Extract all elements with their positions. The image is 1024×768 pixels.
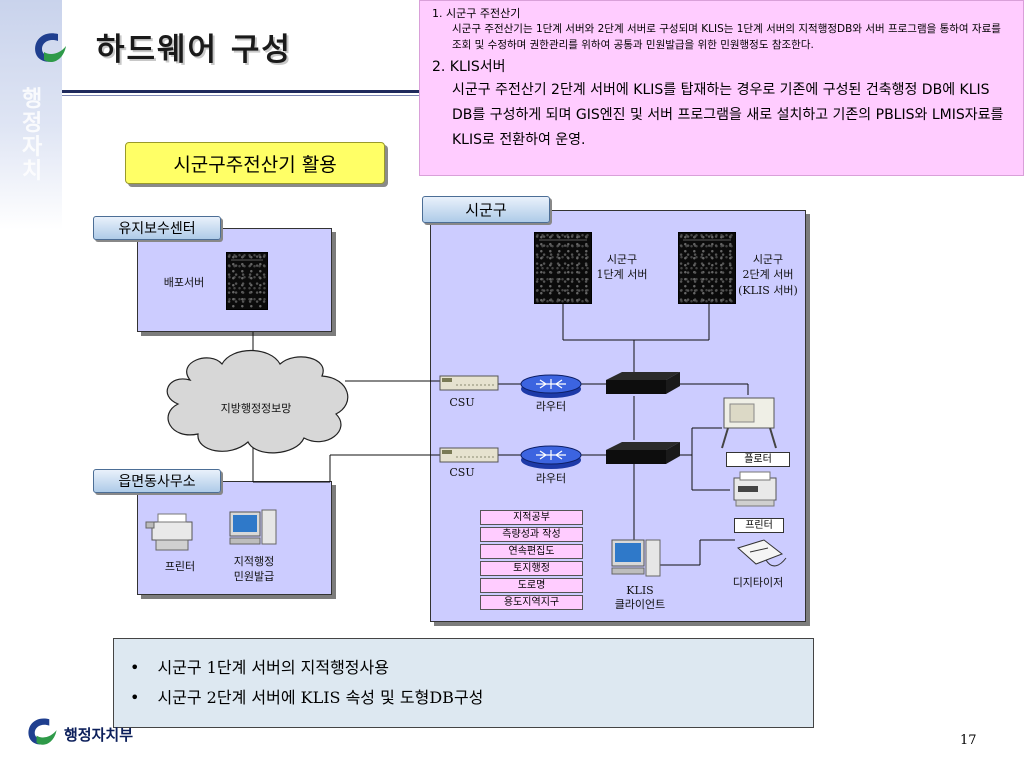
module-item: 용도지역지구 bbox=[480, 595, 583, 610]
distribution-server-icon bbox=[226, 252, 268, 310]
router2-icon bbox=[520, 445, 582, 469]
info-item2-text: 시군구 주전산기 2단계 서버에 KLIS를 탑재하는 경우로 기존에 구성된 … bbox=[452, 82, 1004, 148]
info-item2-heading: 2. KLIS서버 bbox=[432, 59, 506, 75]
module-item: 연속편집도 bbox=[480, 544, 583, 559]
office-printer-icon bbox=[145, 513, 193, 551]
footer-org-name: 행정자치부 bbox=[64, 726, 134, 744]
module-item: 토지행정 bbox=[480, 561, 583, 576]
office-pc-label-line1: 지적행정 bbox=[233, 555, 275, 568]
bullet-item: 시군구 2단계 서버에 KLIS 속성 및 도형DB구성 bbox=[130, 683, 813, 713]
digitizer-icon bbox=[737, 539, 787, 567]
ministry-logo-icon bbox=[35, 33, 66, 63]
sigungu-printer-icon bbox=[733, 471, 777, 507]
router2-label: 라우터 bbox=[535, 472, 567, 485]
summary-bullets: 시군구 1단계 서버의 지적행정사용 시군구 2단계 서버에 KLIS 속성 및… bbox=[113, 638, 814, 728]
csu2-label: CSU bbox=[449, 466, 475, 479]
server2-icon bbox=[678, 232, 736, 304]
info-item1-text: 시군구 주전산기는 1단계 서버와 2단계 서버로 구성되며 KLIS는 1단계… bbox=[452, 23, 1001, 51]
csu1-icon bbox=[439, 375, 499, 391]
strip-watermark-text: 행정자치 bbox=[22, 87, 43, 184]
digitizer-label: 디지타이저 bbox=[732, 576, 784, 589]
server1-icon bbox=[534, 232, 592, 304]
office-label: 읍면동사무소 bbox=[93, 469, 221, 493]
klis-client-label-line2: 클라이언트 bbox=[614, 598, 666, 611]
printer-label: 프린터 bbox=[734, 518, 784, 533]
office-pc-icon bbox=[229, 509, 277, 545]
plotter-icon bbox=[721, 397, 777, 449]
info-box: 1. 시군구 주전산기 시군구 주전산기는 1단계 서버와 2단계 서버로 구성… bbox=[419, 0, 1024, 176]
office-pc-label-line2: 민원발급 bbox=[233, 570, 275, 583]
sigungu-label: 시군구 bbox=[422, 196, 550, 223]
footer-logo-icon bbox=[28, 718, 57, 745]
maintenance-center-label: 유지보수센터 bbox=[93, 216, 221, 240]
router1-label: 라우터 bbox=[535, 400, 567, 413]
csu2-icon bbox=[439, 447, 499, 463]
server2-label-line3: (KLIS 서버) bbox=[738, 284, 798, 297]
server1-label-line1: 시군구 bbox=[606, 253, 638, 266]
network-label: 지방행정정보망 bbox=[220, 402, 292, 415]
module-item: 지적공부 bbox=[480, 510, 583, 525]
hub2-icon bbox=[606, 442, 680, 464]
plotter-label: 플로터 bbox=[726, 452, 790, 467]
distribution-server-label: 배포서버 bbox=[163, 276, 205, 289]
module-item: 측량성과 작성 bbox=[480, 527, 583, 542]
server2-label-line1: 시군구 bbox=[752, 253, 784, 266]
router1-icon bbox=[520, 374, 582, 398]
server2-label-line2: 2단계 서버 bbox=[742, 268, 794, 281]
bullet-item: 시군구 1단계 서버의 지적행정사용 bbox=[130, 653, 813, 683]
office-printer-label: 프린터 bbox=[164, 560, 196, 573]
page-number: 17 bbox=[960, 733, 977, 748]
usage-label: 시군구주전산기 활용 bbox=[125, 142, 385, 184]
slide-title: 하드웨어 구성 bbox=[96, 32, 292, 68]
klis-client-pc-icon bbox=[611, 539, 661, 577]
network-cloud-icon bbox=[166, 350, 349, 454]
info-item1-heading: 1. 시군구 주전산기 bbox=[432, 7, 521, 20]
klis-client-label-line1: KLIS bbox=[626, 584, 654, 597]
module-item: 도로명 bbox=[480, 578, 583, 593]
csu1-label: CSU bbox=[449, 396, 475, 409]
hub1-icon bbox=[606, 372, 680, 394]
server1-label-line2: 1단계 서버 bbox=[596, 268, 648, 281]
